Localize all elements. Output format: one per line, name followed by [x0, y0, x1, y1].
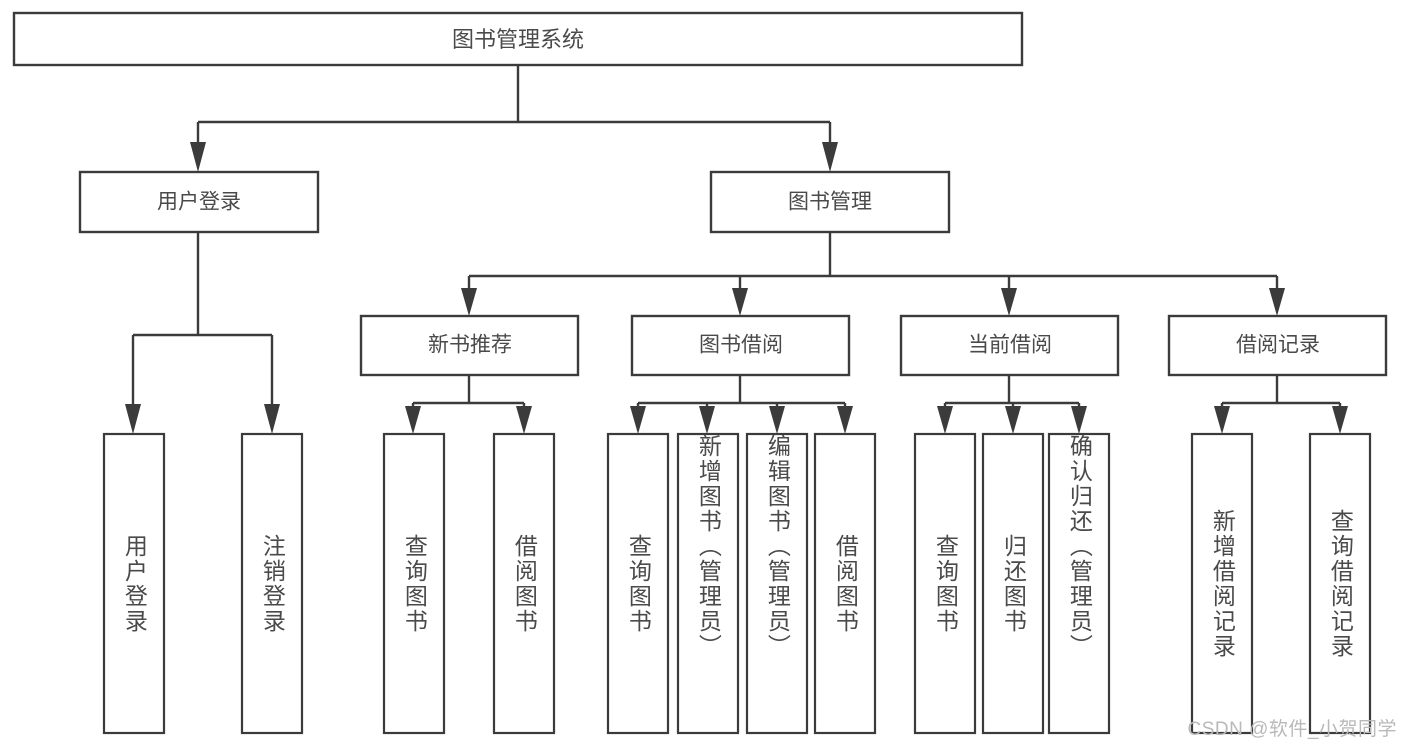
leaf-box-borrow-book-bb[interactable] — [813, 432, 877, 735]
node-current-borrow-box — [899, 314, 1120, 377]
arrow-head-book-manage — [822, 142, 838, 172]
leaf-box-query-book-nb[interactable] — [382, 432, 446, 735]
arrow-head-current-borrow — [1001, 288, 1017, 316]
connector-group-borrow-record-to-leaves — [1214, 375, 1348, 434]
node-root-system-label: 图书管理系统 — [452, 27, 584, 52]
connector-group-root-to-level2 — [190, 65, 838, 172]
leaf-box-borrow-book-nb[interactable] — [492, 432, 556, 735]
arrow-head-borrow-record — [1269, 288, 1285, 316]
leaf-box-confirm-return-admin[interactable] — [1047, 432, 1111, 735]
node-root-system[interactable]: 图书管理系统 — [12, 11, 1024, 67]
node-book-borrow-label: 图书借阅 — [699, 334, 783, 357]
node-new-book-recommend-label: 新书推荐 — [428, 334, 512, 357]
node-root-system-box — [12, 11, 1024, 67]
arrow-head-book-borrow — [732, 288, 748, 316]
arrow-head-nb-leaf2 — [516, 406, 532, 434]
connector-group-current-borrow-to-leaves — [937, 375, 1087, 434]
node-borrow-record[interactable]: 借阅记录 — [1167, 314, 1388, 377]
arrow-head-bb-leaf2 — [699, 406, 715, 434]
arrow-head-br-leaf2 — [1332, 406, 1348, 434]
arrow-head-leaf-user-login — [125, 404, 141, 434]
node-current-borrow-label: 当前借阅 — [968, 334, 1052, 357]
arrow-head-nb-leaf1 — [405, 406, 421, 434]
node-new-book-recommend-box — [359, 314, 580, 377]
arrow-head-cb-leaf1 — [937, 406, 953, 434]
arrow-head-user-login — [190, 142, 206, 172]
node-user-login-label: 用户登录 — [157, 191, 241, 214]
node-borrow-record-label: 借阅记录 — [1236, 334, 1320, 357]
csdn-watermark: CSDN @软件_小贺同学 — [1187, 719, 1397, 740]
connector-group-new-book-to-leaves — [405, 375, 532, 434]
node-book-borrow[interactable]: 图书借阅 — [630, 314, 851, 377]
node-borrow-record-box — [1167, 314, 1388, 377]
connector-group-user-login-to-leaves — [125, 232, 280, 434]
node-user-login-box — [78, 170, 320, 234]
node-book-manage[interactable]: 图书管理 — [709, 170, 951, 234]
arrow-head-br-leaf1 — [1214, 406, 1230, 434]
node-book-manage-label: 图书管理 — [788, 191, 872, 214]
arrow-head-new-book-recommend — [461, 288, 477, 316]
arrow-head-bb-leaf4 — [837, 406, 853, 434]
node-current-borrow[interactable]: 当前借阅 — [899, 314, 1120, 377]
node-new-book-recommend[interactable]: 新书推荐 — [359, 314, 580, 377]
connector-group-book-manage-to-level3 — [461, 232, 1285, 316]
arrow-head-bb-leaf3 — [769, 406, 785, 434]
leaf-box-query-borrow-record[interactable] — [1308, 432, 1372, 735]
arrow-head-bb-leaf1 — [630, 406, 646, 434]
arrow-head-cb-leaf2 — [1005, 406, 1021, 434]
leaf-box-add-book-admin[interactable] — [676, 432, 740, 735]
leaf-box-add-borrow-record[interactable] — [1190, 432, 1254, 735]
leaf-box-query-book-bb[interactable] — [606, 432, 670, 735]
connector-group-book-borrow-to-leaves — [630, 375, 853, 434]
arrow-head-leaf-logout — [264, 404, 280, 434]
leaf-box-return-book[interactable] — [981, 432, 1045, 735]
node-book-borrow-box — [630, 314, 851, 377]
node-user-login[interactable]: 用户登录 — [78, 170, 320, 234]
node-book-manage-box — [709, 170, 951, 234]
leaf-box-group — [102, 432, 1372, 735]
leaf-box-user-login[interactable] — [102, 432, 166, 735]
leaf-box-logout[interactable] — [240, 432, 304, 735]
arrow-head-cb-leaf3 — [1071, 406, 1087, 434]
leaf-box-edit-book-admin[interactable] — [745, 432, 809, 735]
leaf-box-query-book-cb[interactable] — [913, 432, 977, 735]
